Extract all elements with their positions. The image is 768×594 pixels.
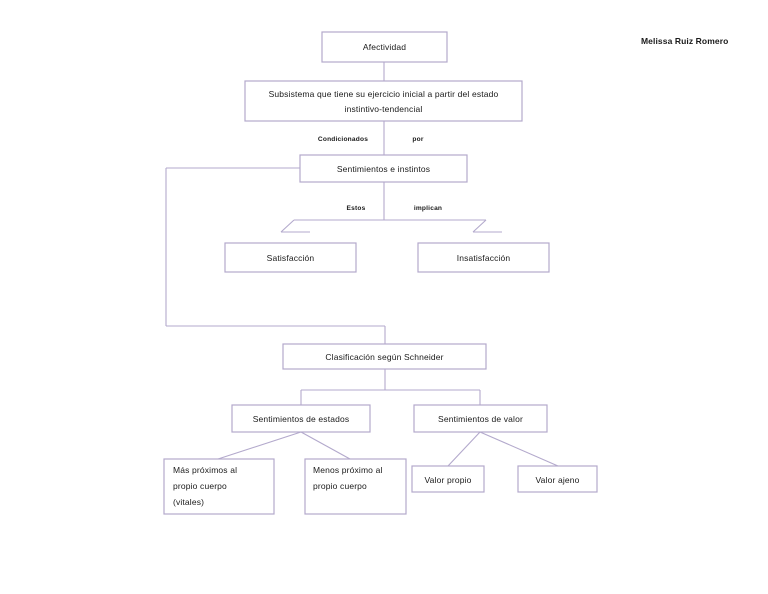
node-sentimientos-e-instintos-label: Sentimientos e instintos — [337, 164, 430, 174]
node-valor-propio[interactable]: Valor propio — [411, 465, 485, 493]
node-subsistema-line1: Subsistema que tiene su ejercicio inicia… — [269, 89, 499, 99]
edge-label-por: por — [412, 136, 423, 143]
node-sentimientos-de-estados-label: Sentimientos de estados — [253, 414, 350, 424]
node-sentimientos-de-estados[interactable]: Sentimientos de estados — [231, 404, 371, 433]
node-clasificacion-schneider-label: Clasificación según Schneider — [325, 352, 443, 362]
node-sentimientos-de-valor[interactable]: Sentimientos de valor — [413, 404, 548, 433]
node-mas-proximos-line2: propio cuerpo — [173, 481, 227, 491]
node-sentimientos-e-instintos[interactable]: Sentimientos e instintos — [299, 154, 468, 183]
node-menos-proximo-line1: Menos próximo al — [313, 465, 382, 475]
edge-label-condicionados: Condicionados — [318, 136, 368, 143]
connector-valor-to-valor-ajeno — [479, 431, 559, 467]
node-insatisfaccion-label: Insatisfacción — [457, 253, 511, 263]
node-valor-ajeno-label: Valor ajeno — [535, 475, 579, 485]
node-valor-propio-label: Valor propio — [424, 475, 471, 485]
node-menos-proximo-line2: propio cuerpo — [313, 481, 367, 491]
node-satisfaccion-label: Satisfacción — [267, 253, 315, 263]
edge-label-estos: Estos — [347, 205, 366, 212]
connector-valor-to-valor-propio — [447, 431, 481, 467]
node-afectividad[interactable]: Afectividad — [321, 31, 448, 63]
connector-estados-to-menos-proximo — [300, 431, 351, 460]
node-sentimientos-de-valor-label: Sentimientos de valor — [438, 414, 523, 424]
node-subsistema-line2: instintivo-tendencial — [345, 104, 423, 114]
node-insatisfaccion[interactable]: Insatisfacción — [417, 242, 550, 273]
node-afectividad-label: Afectividad — [363, 42, 406, 52]
connector-stub-insatisfaccion — [472, 219, 487, 233]
node-clasificacion-schneider[interactable]: Clasificación según Schneider — [282, 343, 487, 370]
author-name: Melissa Ruiz Romero — [641, 36, 728, 46]
connector-stub-satisfaccion — [280, 219, 295, 233]
node-subsistema[interactable]: Subsistema que tiene su ejercicio inicia… — [244, 80, 523, 122]
node-mas-proximos-line1: Más próximos al — [173, 465, 237, 475]
node-mas-proximos-line3: (vitales) — [173, 497, 204, 507]
node-satisfaccion[interactable]: Satisfacción — [224, 242, 357, 273]
node-valor-ajeno[interactable]: Valor ajeno — [517, 465, 598, 493]
node-menos-proximo-propio-cuerpo[interactable]: Menos próximo al propio cuerpo — [304, 458, 407, 515]
node-mas-proximos-propio-cuerpo[interactable]: Más próximos al propio cuerpo (vitales) — [163, 458, 275, 515]
edge-label-implican: implican — [414, 205, 442, 212]
connector-estados-to-mas-proximos — [217, 431, 302, 460]
